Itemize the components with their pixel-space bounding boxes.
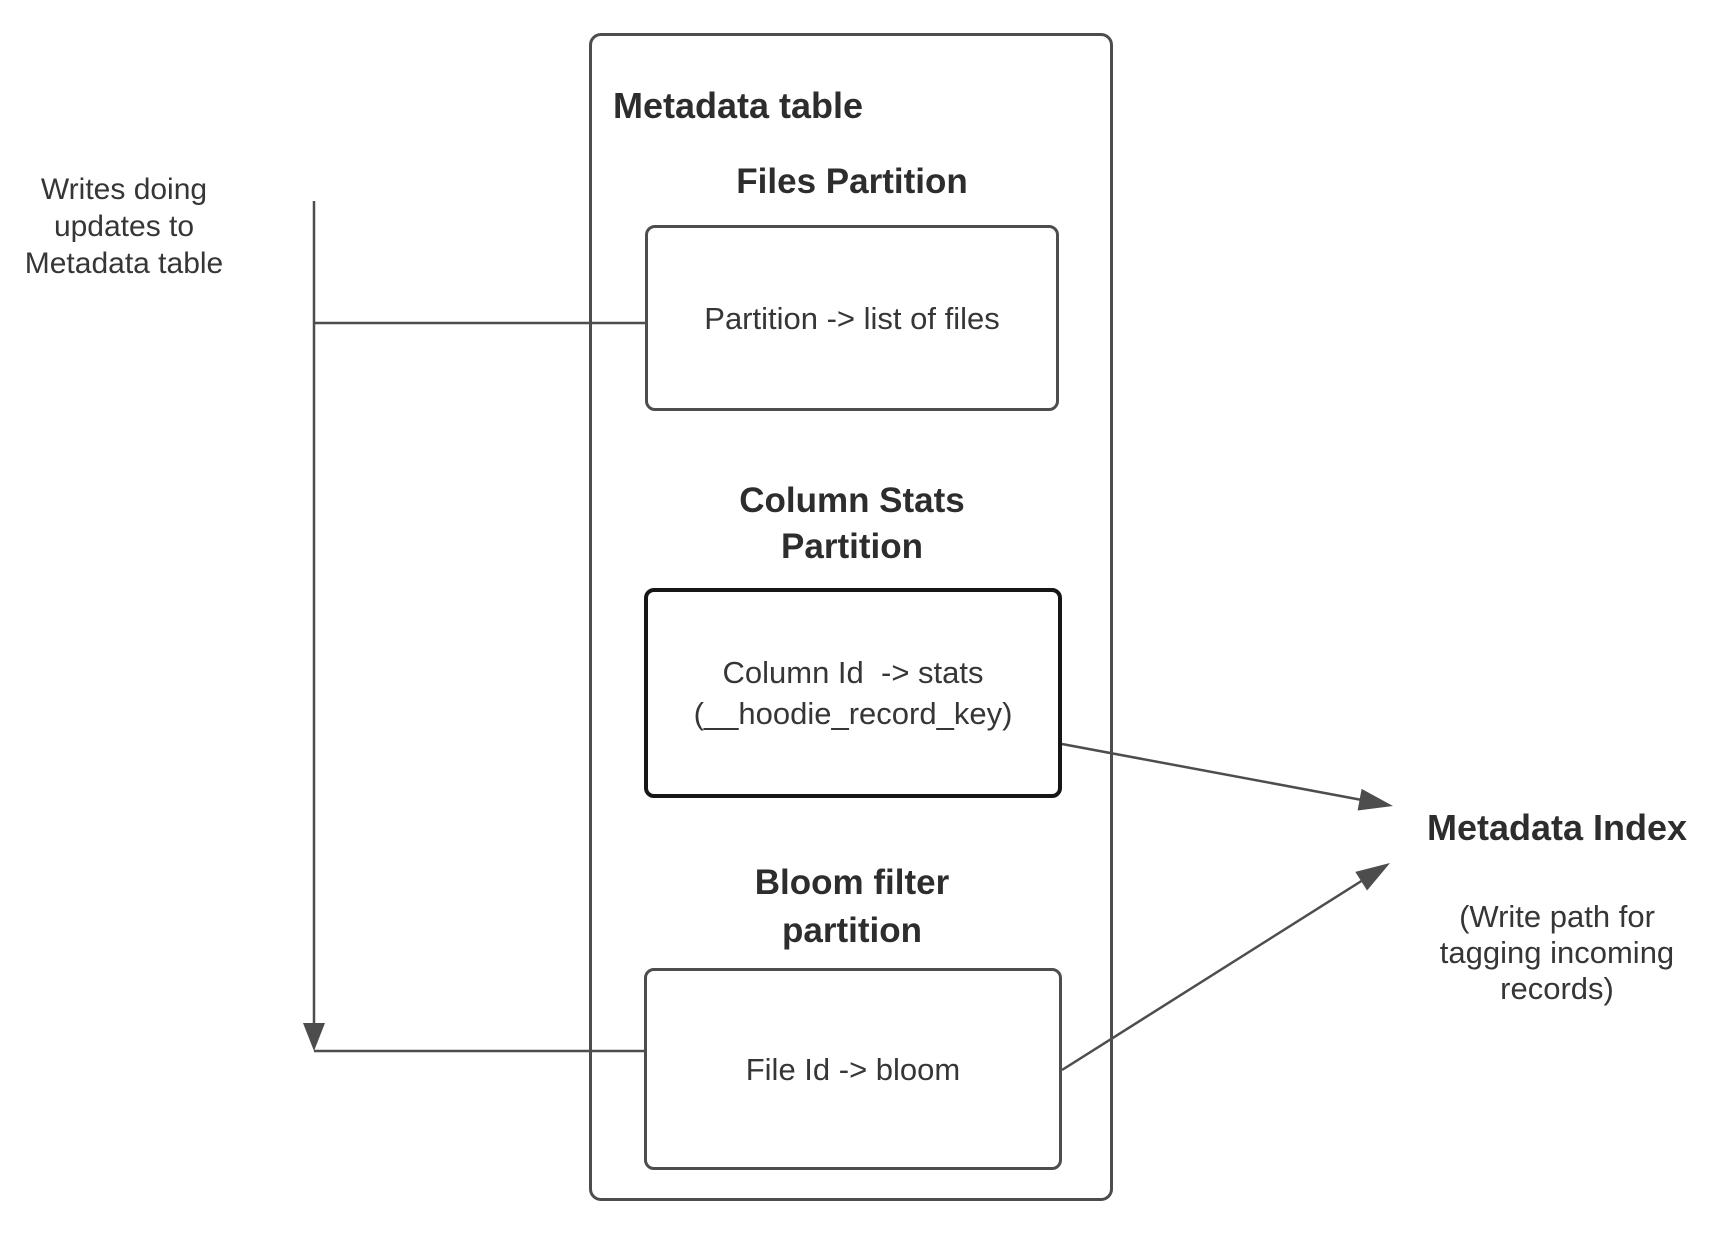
bloom-filter-partition-heading: Bloom filter partition (754, 863, 950, 950)
bloom-filter-partition-box: File Id -> bloom (644, 968, 1062, 1170)
metadata-table-box (589, 33, 1113, 1201)
bloom-filter-partition-label: File Id -> bloom (745, 1051, 961, 1087)
files-partition-heading: Files Partition (736, 162, 968, 201)
bloom-to-index-arrowhead-icon (1355, 863, 1390, 891)
metadata-index-subtitle: (Write path for tagging incoming records… (1439, 899, 1675, 1006)
files-partition-label: Partition -> list of files (704, 300, 1000, 336)
files-partition-box: Partition -> list of files (645, 225, 1059, 411)
metadata-index-title: Metadata Index (1426, 807, 1688, 848)
column-stats-partition-label: Column Id -> stats (__hoodie_record_key) (693, 655, 1013, 731)
column-stats-partition-heading: Column Stats Partition (739, 481, 965, 566)
column-stats-partition-box: Column Id -> stats (__hoodie_record_key) (644, 588, 1062, 798)
writes-updates-label: Writes doing updates to Metadata table (24, 173, 224, 280)
metadata-table-title: Metadata table (613, 85, 864, 126)
down-arrowhead-icon (303, 1023, 325, 1051)
